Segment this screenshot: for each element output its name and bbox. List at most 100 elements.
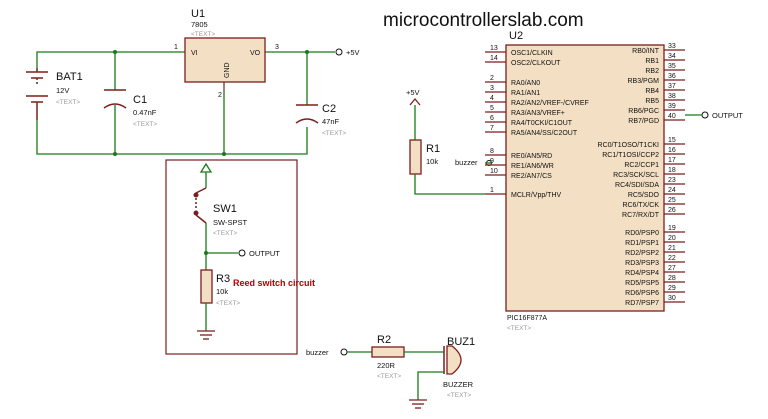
pin-number: 6 bbox=[490, 115, 494, 122]
pin-number: 39 bbox=[668, 103, 676, 110]
bat1-value: 12V bbox=[56, 86, 69, 95]
mcu-section: +5V R1 10k buzzer U2 PIC16F877A <TEXT> 1… bbox=[406, 30, 743, 332]
pin-label: RA1/AN1 bbox=[511, 90, 540, 97]
pin-number: 20 bbox=[668, 235, 676, 242]
battery-bat1[interactable] bbox=[26, 68, 48, 120]
pin-number: 24 bbox=[668, 187, 676, 194]
pin-number: 40 bbox=[668, 113, 676, 120]
pin-number: 21 bbox=[668, 245, 676, 252]
pin-number: 10 bbox=[490, 168, 498, 175]
supply-terminal[interactable] bbox=[335, 48, 343, 56]
site-watermark: microcontrollerslab.com bbox=[383, 10, 584, 31]
buzzer-buz1[interactable] bbox=[443, 345, 462, 375]
u2-part: PIC16F877A bbox=[507, 315, 547, 322]
switch-sw1[interactable] bbox=[193, 187, 207, 224]
pin-label: RC1/T1OSI/CCP2 bbox=[602, 152, 659, 159]
pin-number: 13 bbox=[490, 45, 498, 52]
junction bbox=[305, 50, 309, 54]
capacitor-c1[interactable] bbox=[103, 89, 127, 109]
pin-number: 2 bbox=[490, 75, 494, 82]
r1-value: 10k bbox=[426, 157, 438, 166]
pin-number: 3 bbox=[490, 85, 494, 92]
junction bbox=[222, 152, 226, 156]
pin-number: 26 bbox=[668, 207, 676, 214]
pin-label: RB6/PGC bbox=[628, 108, 659, 115]
pin-label: RD0/PSP0 bbox=[625, 230, 659, 237]
u2-text: <TEXT> bbox=[507, 325, 531, 332]
reed-switch-title: Reed switch circuit bbox=[233, 278, 315, 288]
supply-label-2: +5V bbox=[406, 88, 420, 97]
pin-label: RA4/T0CKI/C1OUT bbox=[511, 120, 573, 127]
u1-pin1-num: 1 bbox=[174, 44, 178, 51]
buzzer-input-terminal[interactable] bbox=[340, 348, 348, 356]
pin-label: RC6/TX/CK bbox=[622, 202, 659, 209]
wire bbox=[414, 174, 485, 195]
resistor-r1[interactable] bbox=[409, 139, 422, 175]
wire bbox=[417, 371, 444, 400]
pin-label: RB4 bbox=[645, 88, 659, 95]
pin-label: OSC1/CLKIN bbox=[511, 50, 553, 57]
c2-value: 47nF bbox=[322, 117, 340, 126]
pin-label: RE2/AN7/CS bbox=[511, 173, 552, 180]
pin-label: RE0/AN5/RD bbox=[511, 153, 552, 160]
r3-value: 10k bbox=[216, 287, 228, 296]
u1-pin-gnd: GND bbox=[224, 62, 231, 78]
capacitor-c2[interactable] bbox=[295, 104, 319, 124]
pin-label: RE1/AN6/WR bbox=[511, 163, 554, 170]
r3-text: <TEXT> bbox=[216, 300, 240, 307]
resistor-r2[interactable] bbox=[371, 346, 405, 358]
c2-text: <TEXT> bbox=[322, 130, 346, 137]
c1-text: <TEXT> bbox=[133, 121, 157, 128]
pin-number: 14 bbox=[490, 55, 498, 62]
sw1-part: SW-SPST bbox=[213, 218, 247, 227]
pin-label: RD1/PSP1 bbox=[625, 240, 659, 247]
mcu-output-terminal[interactable] bbox=[701, 111, 709, 119]
resistor-r3[interactable] bbox=[200, 269, 213, 304]
switch-output-terminal[interactable] bbox=[238, 249, 246, 257]
pin-number: 36 bbox=[668, 73, 676, 80]
supply-label-1: +5V bbox=[346, 48, 360, 57]
pin-number: 9 bbox=[490, 158, 494, 165]
mcu-u2[interactable] bbox=[505, 44, 665, 312]
regulator-u1[interactable] bbox=[184, 37, 266, 90]
pin-label: RC7/RX/DT bbox=[622, 212, 660, 219]
wire bbox=[36, 120, 308, 155]
pin-number: 1 bbox=[490, 187, 494, 194]
